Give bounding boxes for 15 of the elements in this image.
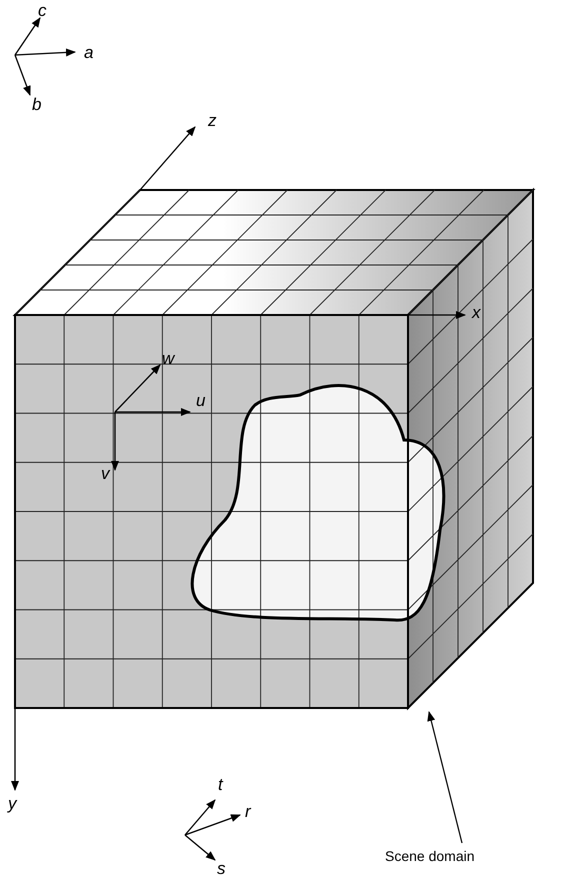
callout-label: Scene domain <box>385 848 475 864</box>
axis-label: z <box>208 112 216 130</box>
cube-drawing <box>12 188 536 710</box>
axis-label: x <box>472 304 480 322</box>
axis-label: b <box>32 96 42 114</box>
axis-label: a <box>84 44 94 62</box>
leader-line <box>427 711 463 844</box>
axis-label: s <box>217 860 226 877</box>
axis-label: c <box>38 2 46 20</box>
axis-label: v <box>101 465 110 483</box>
axis-label: y <box>8 795 16 813</box>
axis-label: u <box>196 392 206 410</box>
axis-label: t <box>218 776 223 794</box>
axis-label: r <box>245 803 251 821</box>
axis-label: w <box>162 350 174 368</box>
